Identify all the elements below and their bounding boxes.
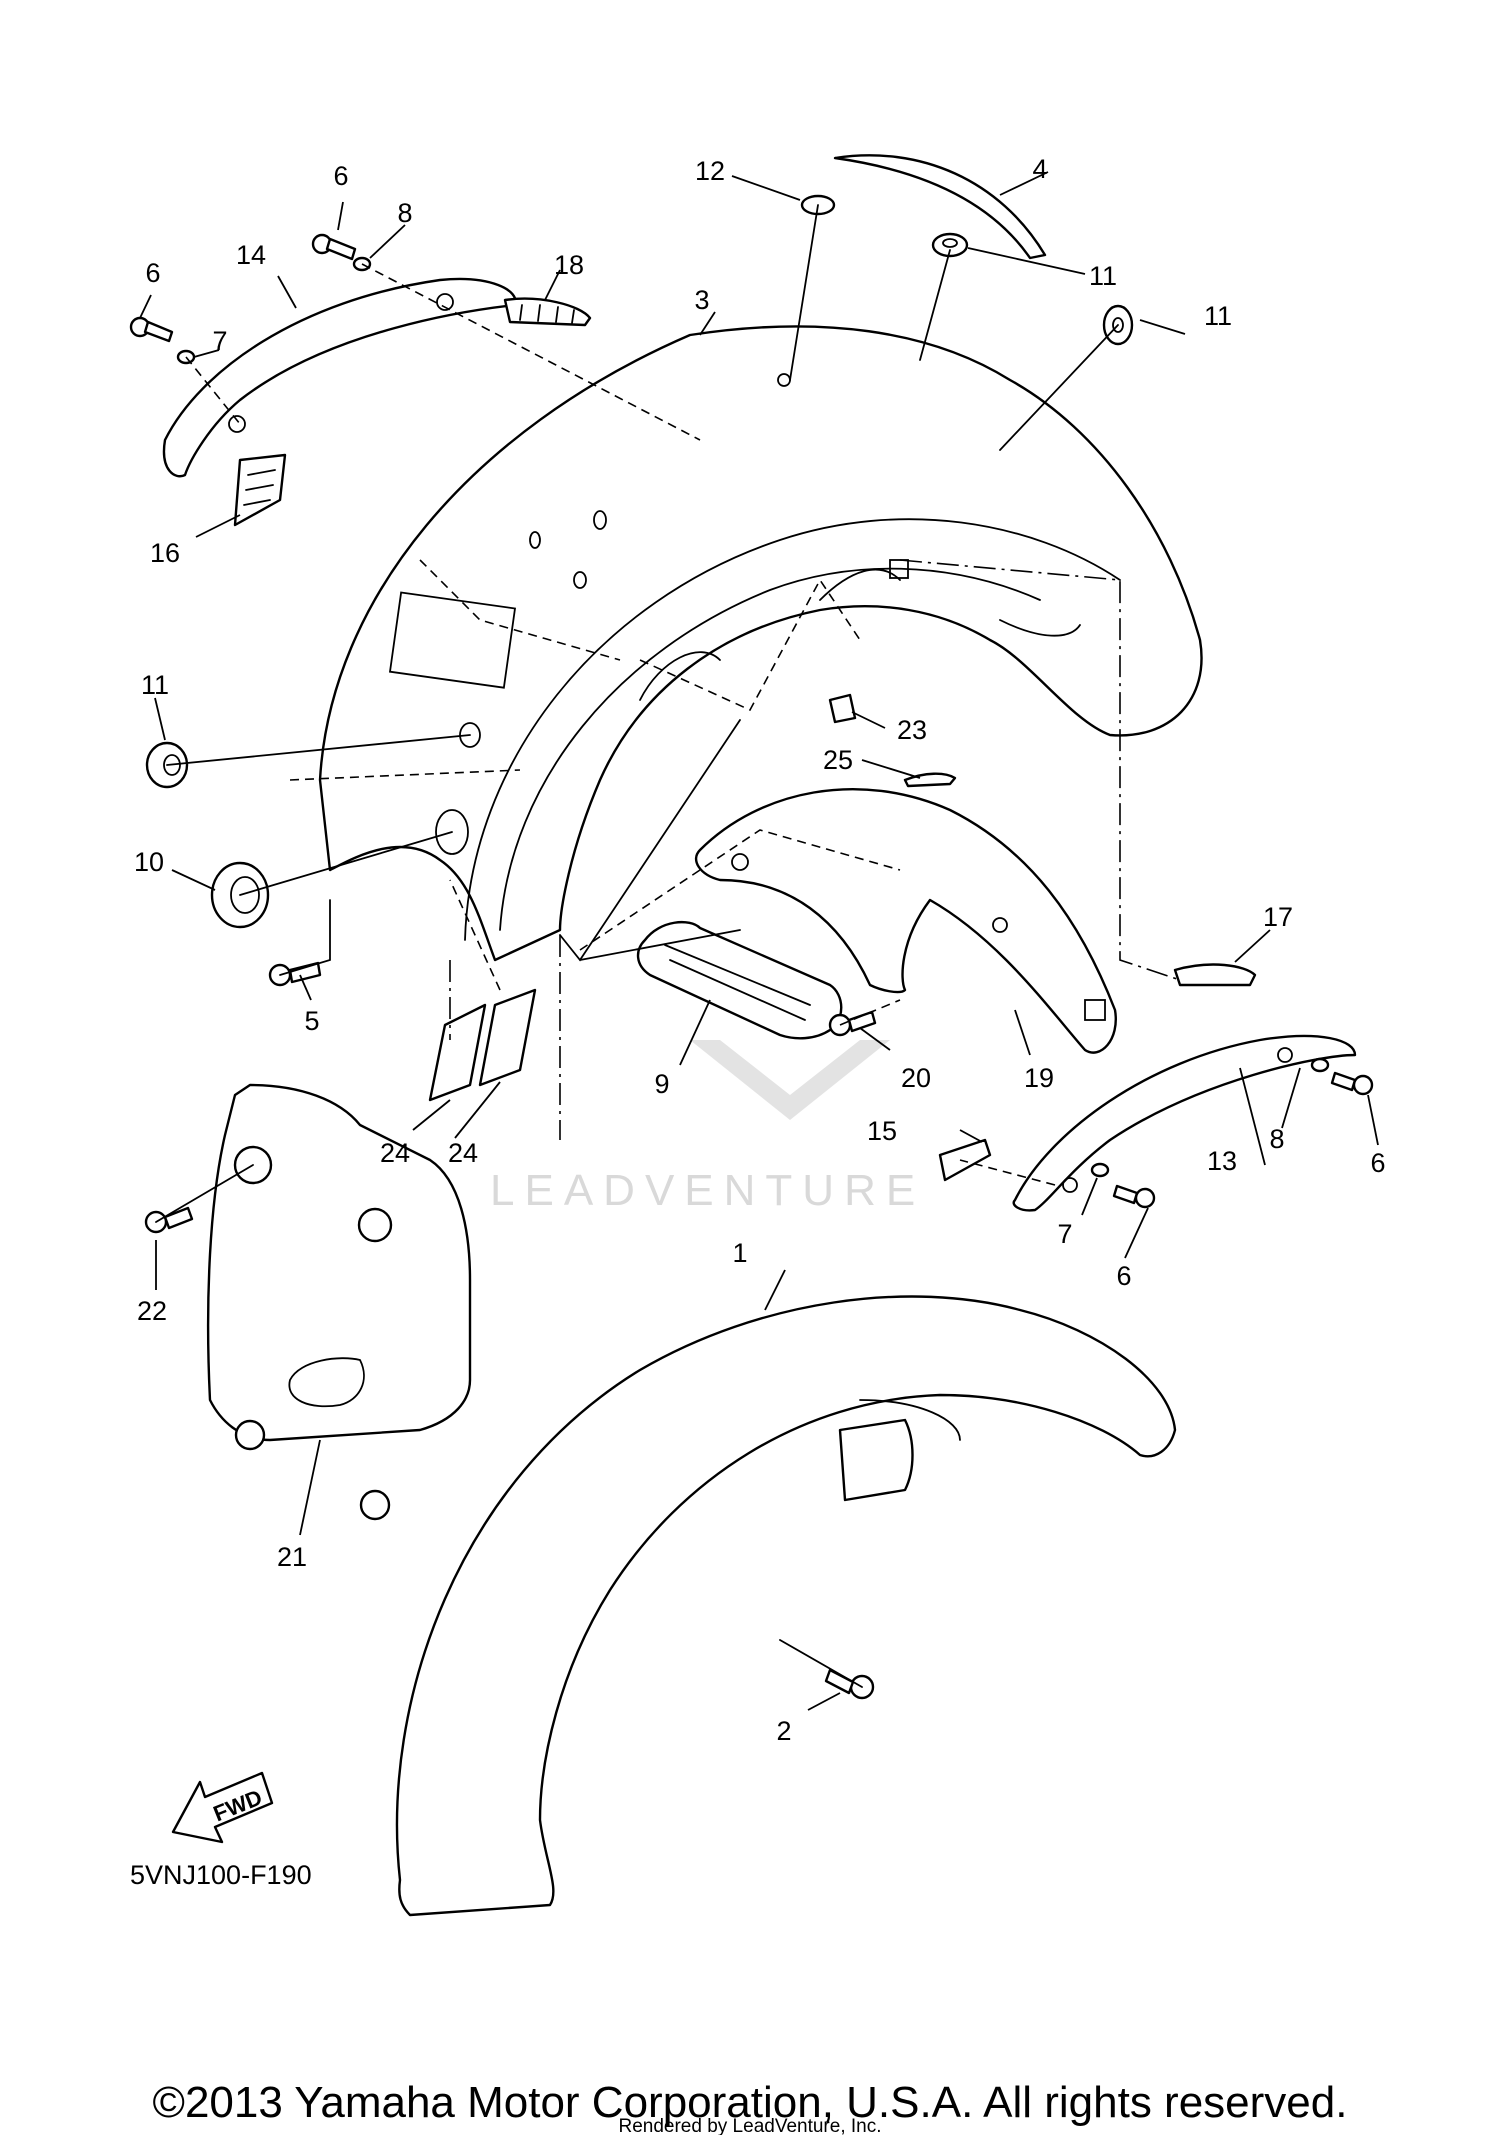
callout-11c: 11: [141, 670, 169, 700]
pad-part-24b: [478, 988, 537, 1087]
callout-13: 13: [1207, 1146, 1237, 1176]
fwd-arrow-icon: FWD: [171, 1771, 274, 1844]
callout-15: 15: [867, 1116, 897, 1146]
callout-6b: 6: [145, 258, 160, 288]
callout-21: 21: [277, 1542, 307, 1572]
callout-4: 4: [1032, 154, 1047, 184]
callout-11a: 11: [1089, 261, 1117, 291]
callout-18: 18: [554, 250, 584, 280]
callout-9: 9: [654, 1069, 669, 1099]
bolt-part-22: [144, 1206, 194, 1234]
callout-3: 3: [694, 285, 709, 315]
leader-lines: [139, 171, 1379, 1711]
copyright-notice: ©2013 Yamaha Motor Corporation, U.S.A. A…: [153, 2078, 1348, 2127]
inner-fender-part-19: [694, 787, 1117, 1054]
callout-22: 22: [137, 1296, 167, 1326]
callout-numbers: 1 2 3 4 5 6 6 6 6 7 7 8 8 9 10 11 11 11 …: [134, 154, 1386, 1746]
nut-clip-part-23: [828, 693, 857, 724]
grommet-part-11a: [931, 232, 969, 258]
bolt-part-6c: [1330, 1071, 1374, 1096]
callout-17: 17: [1263, 902, 1293, 932]
leadventure-watermark: LEADVENTURE: [490, 1040, 925, 1215]
callout-23: 23: [897, 715, 927, 745]
assembly-lines: [155, 204, 1181, 1688]
callout-12: 12: [695, 156, 725, 186]
callout-16: 16: [150, 538, 180, 568]
bolt-part-20: [828, 1010, 877, 1037]
pad-part-17: [1173, 963, 1257, 987]
callout-5: 5: [304, 1006, 319, 1036]
callout-10: 10: [134, 847, 164, 877]
rear-fender-part-3: [318, 325, 1203, 962]
side-rail-part-14: [162, 277, 517, 478]
callout-20: 20: [901, 1063, 931, 1093]
callout-24b: 24: [448, 1138, 478, 1168]
bolt-part-5: [268, 961, 322, 987]
bolt-part-6d: [1112, 1184, 1156, 1209]
emblem-part-4: [833, 154, 1047, 260]
callout-19: 19: [1024, 1063, 1054, 1093]
side-rail-part-13: [1012, 1034, 1357, 1212]
callout-14: 14: [236, 240, 266, 270]
callout-7b: 7: [1057, 1219, 1072, 1249]
bolt-part-2: [824, 1668, 875, 1700]
callout-8b: 8: [1269, 1124, 1284, 1154]
callout-6c: 6: [1370, 1148, 1385, 1178]
callout-7a: 7: [212, 326, 227, 356]
diagram-code: 5VNJ100-F190: [130, 1860, 312, 1890]
callout-2: 2: [776, 1716, 791, 1746]
callout-24a: 24: [380, 1138, 410, 1168]
bolt-part-6b: [129, 316, 174, 343]
callout-8a: 8: [397, 198, 412, 228]
bolt-part-6a: [311, 233, 357, 261]
reflector-part-9: [636, 921, 843, 1040]
pad-part-18: [503, 297, 592, 327]
front-fender-part-1: [395, 1295, 1177, 1917]
washer-part-8b: [1310, 1057, 1330, 1073]
callout-11b: 11: [1204, 301, 1232, 331]
pad-part-16: [233, 453, 287, 527]
side-cover-part-21: [206, 1083, 472, 1521]
watermark-text: LEADVENTURE: [490, 1166, 925, 1215]
pad-part-15: [938, 1138, 992, 1182]
washer-part-7b: [1090, 1162, 1110, 1178]
callout-25: 25: [823, 745, 853, 775]
pad-part-24a: [428, 1003, 487, 1102]
callout-6d: 6: [1116, 1261, 1131, 1291]
callout-6a: 6: [333, 161, 348, 191]
rendered-by-note: Rendered by LeadVenture, Inc.: [618, 2116, 881, 2135]
callout-1: 1: [732, 1238, 747, 1268]
